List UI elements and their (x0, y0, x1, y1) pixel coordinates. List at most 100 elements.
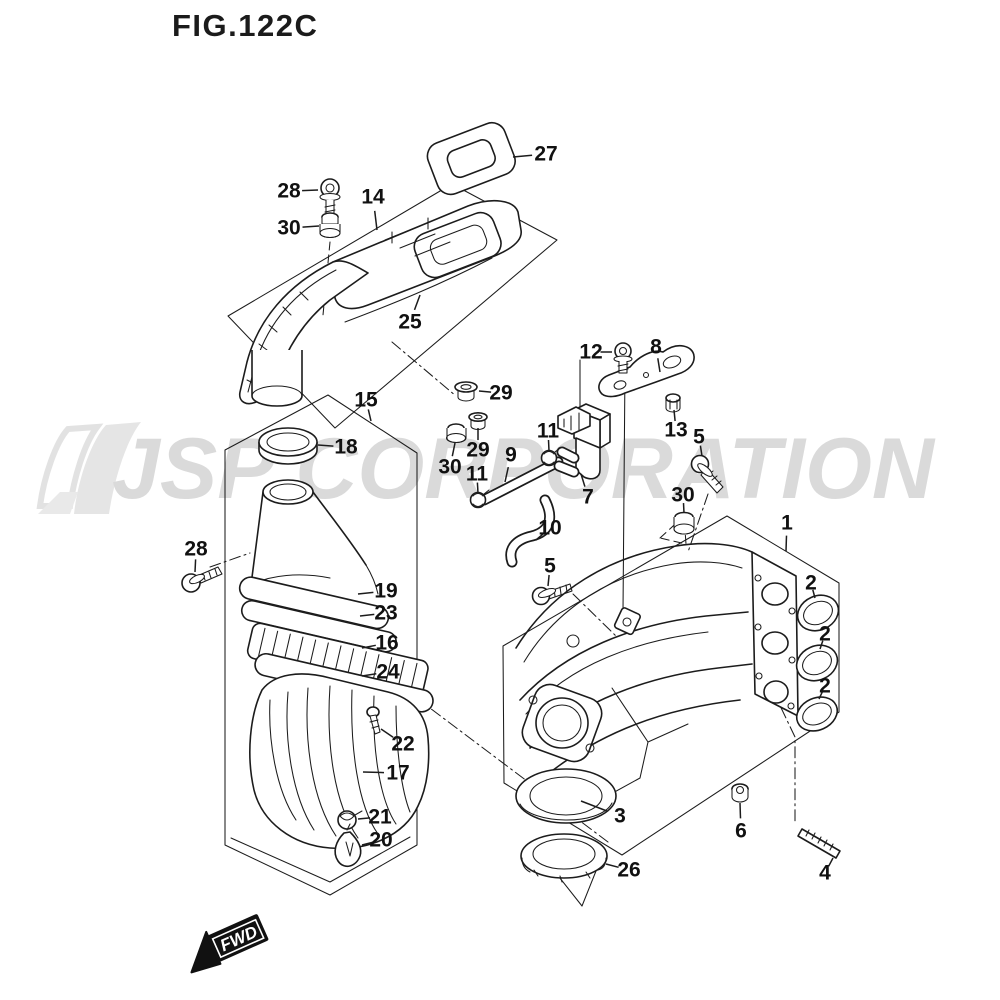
leader-line (361, 841, 373, 846)
callout-label: 2 (819, 674, 831, 698)
leader-line (657, 358, 661, 373)
leader-line (302, 225, 320, 228)
leader-line (194, 559, 197, 573)
callout-label: 22 (391, 732, 415, 756)
clamp-11-upper (540, 447, 561, 467)
callout-label: 29 (466, 438, 490, 462)
callout-label: 26 (617, 858, 641, 882)
bolt-28-left (181, 566, 223, 593)
bolt-12 (613, 342, 633, 374)
intake-manifold-1 (515, 542, 799, 801)
callout-label: 30 (438, 455, 462, 479)
callout-label: 28 (184, 537, 208, 561)
frame-silencer-body (224, 394, 418, 896)
callout-label: 3 (614, 804, 626, 828)
leader-line (317, 444, 334, 447)
gasket-27 (426, 121, 516, 196)
silencer-body (238, 479, 434, 868)
gasket-2-middle (795, 644, 839, 682)
callout-label: 24 (376, 660, 400, 684)
stud-bolt-4 (797, 828, 841, 859)
callout-label: 25 (398, 310, 422, 334)
leader-line (812, 589, 816, 599)
clamp-21 (337, 810, 363, 830)
leader-line (739, 802, 742, 819)
leader-line (512, 154, 533, 158)
nut-6 (731, 783, 749, 803)
grommet-30-mid (445, 423, 467, 444)
inlet-funnel-3 (515, 768, 617, 824)
callout-label: 20 (369, 828, 393, 852)
hose-10 (505, 494, 555, 568)
gasket-2-bottom (795, 696, 839, 732)
bolt-5-right (690, 454, 724, 494)
solenoid-valve-7 (553, 403, 611, 480)
leader-line (413, 294, 421, 311)
jsp-logo-mark (36, 422, 141, 514)
callout-label: 4 (819, 861, 831, 885)
fwd-arrow: FWD (190, 914, 269, 974)
callout-label: 23 (374, 601, 398, 625)
callout-label: 14 (361, 185, 385, 209)
seal-ring-18 (258, 427, 318, 465)
leader-line (302, 189, 319, 192)
leader-line (361, 673, 377, 677)
screw-22 (366, 706, 381, 735)
bolt-5-left (531, 583, 573, 606)
leader-line (362, 771, 385, 774)
leader-line (535, 532, 545, 541)
grid-plate-16 (246, 622, 429, 697)
callout-label: 13 (664, 418, 688, 442)
leader-line (547, 574, 550, 587)
leader-line (451, 442, 456, 457)
cover-scoop-opening (413, 211, 502, 279)
callout-label: 16 (375, 631, 399, 655)
leader-lines (194, 154, 834, 869)
callout-label: 29 (489, 381, 513, 405)
drain-tube-20 (334, 823, 362, 868)
callout-label: 7 (582, 485, 594, 509)
leader-line (682, 503, 685, 514)
callout-label: 1 (781, 511, 793, 535)
leader-line (380, 728, 394, 738)
callout-label: 8 (650, 335, 662, 359)
leader-line (504, 466, 510, 483)
leader-line (361, 644, 376, 649)
callout-label: 2 (819, 622, 831, 646)
callout-label: 6 (735, 819, 747, 843)
callout-label: 15 (354, 388, 378, 412)
cover-vent-slits (384, 217, 451, 257)
leader-line (673, 409, 676, 422)
leader-line (699, 445, 703, 457)
leader-line (367, 409, 372, 422)
callout-label: 21 (368, 805, 392, 829)
callout-label: 11 (536, 419, 560, 443)
hose-9 (478, 456, 564, 506)
leader-line (819, 640, 824, 650)
grommet-30-top (319, 212, 341, 239)
callout-label: 11 (465, 462, 489, 486)
callout-label: 27 (534, 142, 558, 166)
callout-label: 17 (386, 761, 410, 785)
leader-line (478, 390, 492, 393)
leader-line (818, 691, 823, 700)
silencer-front-cover-17 (249, 673, 430, 850)
leader-line (827, 857, 834, 867)
grommet-29-upper (454, 381, 478, 402)
callout-label: 28 (277, 179, 301, 203)
callout-label: 30 (671, 483, 695, 507)
silencer-cover (238, 199, 522, 407)
callout-label: 18 (334, 435, 358, 459)
leader-line (373, 210, 378, 231)
leader-line (605, 863, 619, 869)
frame-intake-manifold (502, 515, 840, 856)
leader-line (580, 473, 586, 487)
leader-line (357, 817, 371, 820)
callout-label: 30 (277, 216, 301, 240)
bracket-8 (598, 344, 695, 398)
leader-line (476, 482, 479, 494)
callout-label: 12 (579, 340, 603, 364)
